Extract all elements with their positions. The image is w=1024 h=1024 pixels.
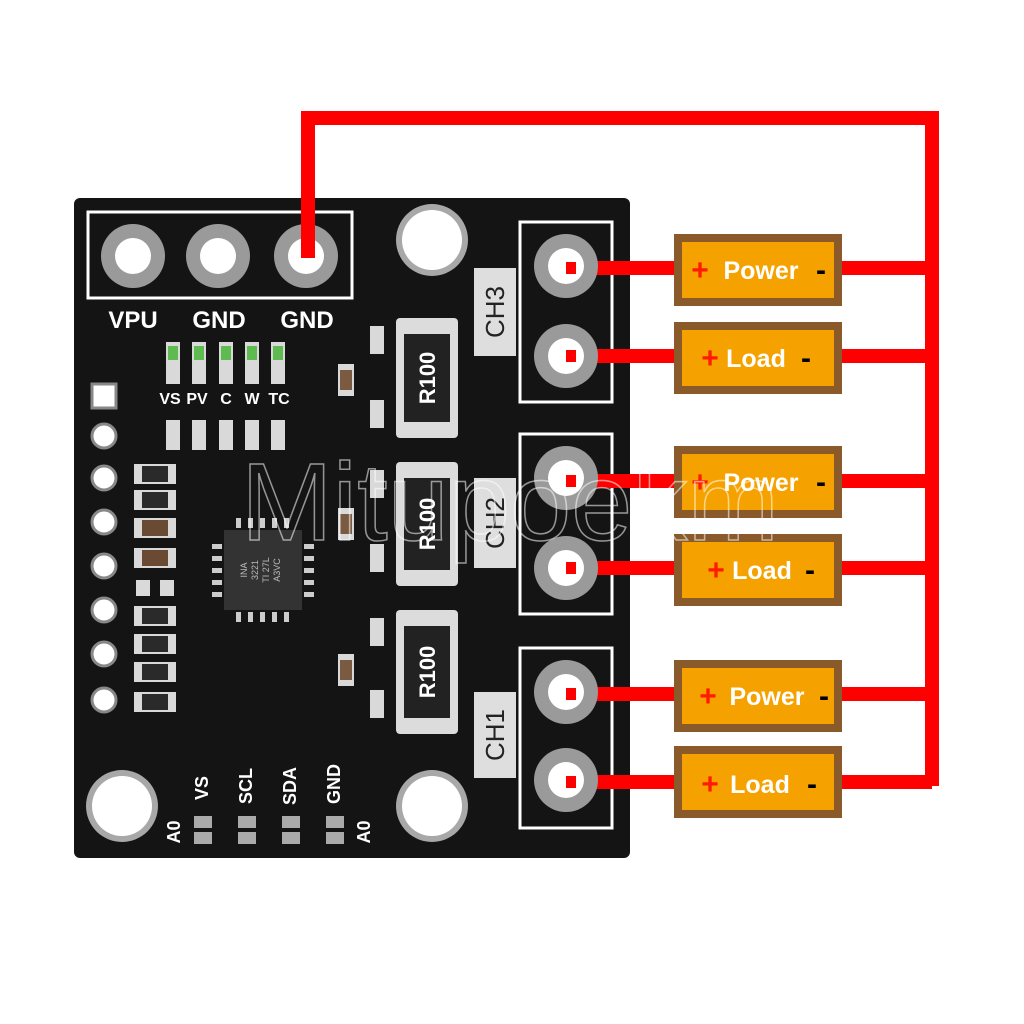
shunt-label-ch3: R100 xyxy=(415,352,440,405)
terminal-name: Load xyxy=(732,557,792,585)
status-leds xyxy=(166,342,285,384)
side-pad-square xyxy=(90,382,118,410)
terminal-minus-sign: - xyxy=(816,466,826,499)
header-outline xyxy=(86,210,354,300)
chip-marking-3: TI 27L xyxy=(261,557,271,583)
terminal-minus-sign: - xyxy=(801,342,811,375)
led-label-vs: VS xyxy=(159,391,181,408)
addr-label-right: A0 xyxy=(354,820,374,843)
led-label-pv: PV xyxy=(186,391,208,408)
led-label-w: W xyxy=(244,391,260,408)
terminal-plus-sign: + xyxy=(699,680,717,713)
address-pads xyxy=(194,816,344,844)
shunt-resistor-ch2: R100 xyxy=(396,462,458,586)
terminal-outline-ch1 xyxy=(518,646,614,830)
bottom-label-vs: VS xyxy=(192,776,212,800)
led-label-c: C xyxy=(220,391,232,408)
terminal-plus-sign: + xyxy=(707,554,725,587)
header-labels: VPU GND GND xyxy=(108,307,333,334)
shunt-resistor-ch3: R100 xyxy=(396,318,458,438)
channel-label-ch2: CH2 xyxy=(480,497,510,549)
terminal-plus-sign: + xyxy=(701,768,719,801)
addr-label-left: A0 xyxy=(164,820,184,843)
wire-tips xyxy=(566,262,576,788)
channel-terminals xyxy=(518,220,614,830)
header-label-vpu: VPU xyxy=(108,307,157,334)
terminal-name: Load xyxy=(730,771,790,799)
chip-marking-2: 3221 xyxy=(250,560,260,580)
terminal-name: Power xyxy=(723,469,798,497)
terminal-label-1: + Power - xyxy=(674,234,842,306)
terminal-minus-sign: - xyxy=(816,254,826,287)
shunt-label-ch2: R100 xyxy=(415,498,440,551)
header-label-gnd-2: GND xyxy=(280,307,333,334)
terminal-label-3: + Power - xyxy=(674,446,842,518)
terminal-plus-sign: + xyxy=(691,466,709,499)
side-pads xyxy=(90,382,118,714)
bottom-label-gnd: GND xyxy=(324,764,344,804)
chip-marking-4: A3VC xyxy=(272,558,282,582)
led-label-tc: TC xyxy=(268,391,290,408)
header-label-gnd-1: GND xyxy=(192,307,245,334)
led-resistors xyxy=(166,420,285,450)
terminal-minus-sign: - xyxy=(805,554,815,587)
terminal-plus-sign: + xyxy=(691,254,709,287)
chip-marking-1: INA xyxy=(239,562,249,577)
terminal-name: Power xyxy=(723,257,798,285)
ina3221-chip: INA 3221 TI 27L A3VC xyxy=(212,518,314,622)
terminal-label-2: + Load - xyxy=(674,322,842,394)
terminal-name: Load xyxy=(726,345,786,373)
terminal-label-5: + Power - xyxy=(674,660,842,732)
channel-labels: CH3 CH2 CH1 xyxy=(474,268,516,778)
small-capacitors xyxy=(338,326,384,718)
terminal-minus-sign: - xyxy=(807,768,817,801)
terminal-label-6: + Load - xyxy=(674,746,842,818)
mounting-holes xyxy=(86,204,468,842)
channel-label-ch1: CH1 xyxy=(480,709,510,761)
shunt-resistor-ch1: R100 xyxy=(396,610,458,734)
watermark: Mitupoekm xyxy=(241,441,779,564)
terminal-name: Power xyxy=(729,683,804,711)
channel-label-box-ch2 xyxy=(474,478,516,568)
bottom-label-scl: SCL xyxy=(236,768,256,804)
channel-label-box-ch3 xyxy=(474,268,516,356)
terminal-minus-sign: - xyxy=(819,680,829,713)
bottom-pin-labels: VS SCL SDA GND A0 A0 xyxy=(164,764,374,844)
terminal-label-4: + Load - xyxy=(674,534,842,606)
channel-label-box-ch1 xyxy=(474,692,516,778)
bottom-label-sda: SDA xyxy=(280,767,300,805)
terminal-outline-ch2 xyxy=(518,432,614,616)
chip-body xyxy=(224,530,302,610)
ground-wire xyxy=(301,111,939,786)
channel-label-ch3: CH3 xyxy=(480,286,510,338)
led-labels: VS PV C W TC xyxy=(159,391,290,408)
shunt-resistors: R100 R100 R100 xyxy=(396,318,458,734)
wires xyxy=(301,111,939,789)
smd-components xyxy=(134,464,176,712)
shunt-label-ch1: R100 xyxy=(415,646,440,699)
terminal-plus-sign: + xyxy=(701,342,719,375)
terminal-outline-ch3 xyxy=(518,220,614,404)
